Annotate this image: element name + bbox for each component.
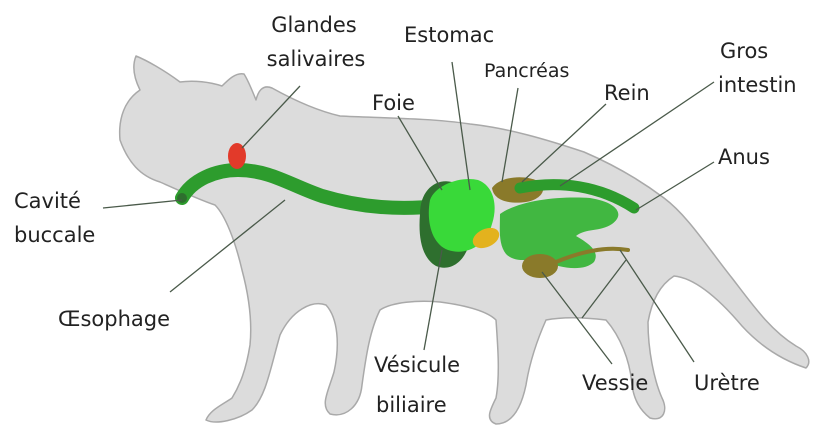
label-salivaires: salivaires	[260, 46, 372, 72]
leader-cavite	[103, 200, 182, 208]
label-gros: Gros	[720, 38, 768, 64]
label-vessie: Vessie	[582, 370, 648, 396]
label-oesophage: Œsophage	[58, 306, 170, 332]
label-anus: Anus	[718, 144, 770, 170]
label-biliaire: biliaire	[376, 392, 447, 418]
label-uretre: Urètre	[694, 370, 760, 396]
label-foie: Foie	[372, 90, 415, 116]
label-vesicule: Vésicule	[374, 352, 460, 378]
label-rein: Rein	[604, 80, 650, 106]
label-estomac: Estomac	[404, 22, 494, 48]
bladder	[522, 254, 558, 278]
label-pancreas: Pancréas	[484, 58, 569, 84]
label-buccale: buccale	[14, 222, 95, 248]
label-glandes: Glandes	[266, 12, 362, 38]
label-cavite: Cavité	[14, 188, 81, 214]
label-intestin: intestin	[718, 72, 797, 98]
mouth-opening	[177, 193, 187, 203]
